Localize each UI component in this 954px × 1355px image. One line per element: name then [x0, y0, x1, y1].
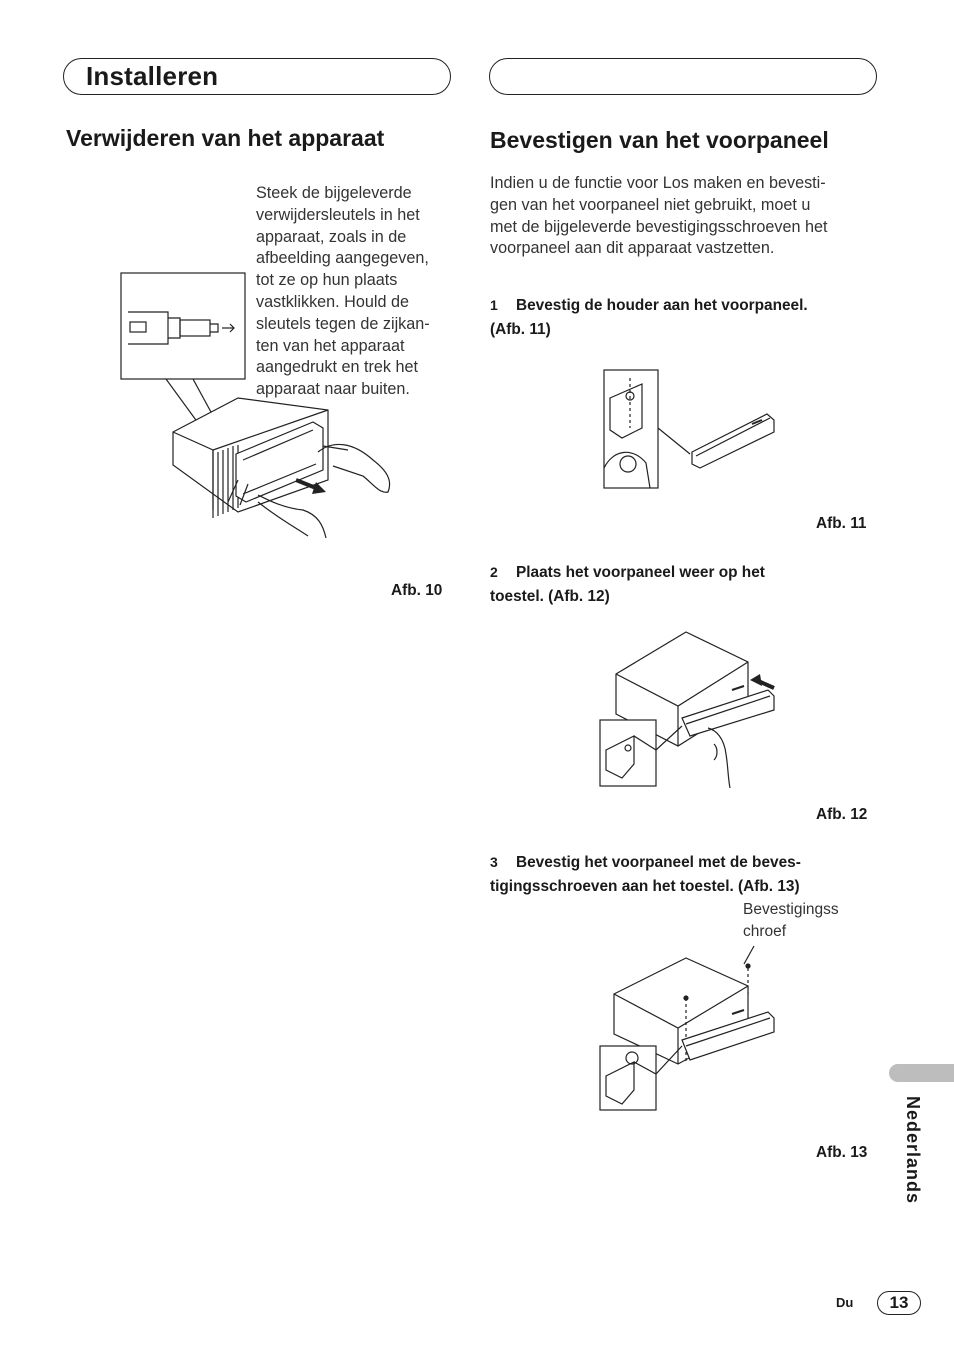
remove-instructions: Steek de bijgeleverde verwijdersleutels … [256, 184, 430, 399]
figure-caption-10: Afb. 10 [391, 582, 443, 599]
figure-13-illustration [599, 945, 775, 1111]
figure-caption-11: Afb. 11 [816, 515, 867, 532]
figure-10-illustration [120, 272, 391, 539]
section-heading-attach: Bevestigen van het voorpaneel [490, 127, 829, 153]
section-heading-remove: Verwijderen van het apparaat [66, 125, 385, 151]
attach-intro: Indien u de functie voor Los maken en be… [490, 174, 828, 258]
language-code: Du [836, 1295, 854, 1310]
figure-11-illustration [603, 369, 775, 489]
header-box-right [489, 58, 877, 95]
header-box-left: Installeren [63, 58, 451, 95]
language-tab-label: Nederlands [903, 1096, 923, 1205]
figure-caption-12: Afb. 12 [816, 806, 868, 823]
page-number: 13 [877, 1291, 921, 1315]
step-number: 2 [490, 564, 498, 580]
page-title: Installeren [86, 61, 219, 91]
figure-12-illustration [599, 631, 775, 789]
language-tab-marker [889, 1064, 954, 1082]
figure-caption-13: Afb. 13 [816, 1144, 868, 1161]
step-number: 1 [490, 297, 498, 313]
screw-label: Bevestigingss chroef [743, 901, 839, 940]
step-number: 3 [490, 854, 498, 870]
